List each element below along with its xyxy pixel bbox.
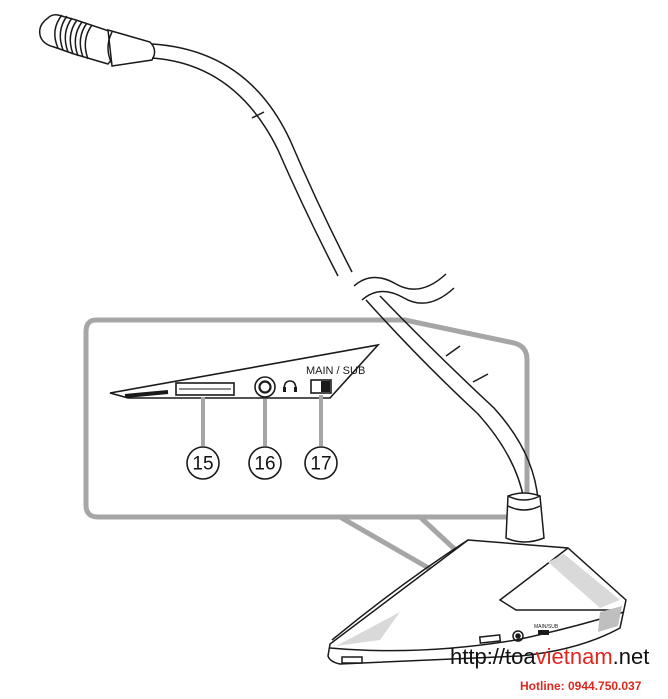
callout-leaders — [201, 395, 323, 446]
inset-panel — [109, 343, 381, 399]
main-sub-switch-17 — [310, 379, 332, 394]
callout-15-number: 15 — [192, 454, 213, 475]
callout-17-number: 17 — [310, 454, 331, 475]
headphone-jack-16 — [254, 376, 276, 398]
base-switch-label: MAIN/SUB — [534, 624, 559, 630]
microphone-head — [38, 14, 156, 67]
headphone-icon — [283, 380, 297, 392]
front-panel-outline — [109, 343, 381, 399]
watermark: http://toavietnam.net Hotline: 0944.750.… — [450, 644, 649, 693]
watermark-url: http://toavietnam.net — [450, 644, 649, 669]
gooseneck-lower — [365, 295, 539, 501]
gooseneck-upper — [151, 43, 353, 277]
watermark-url-highlight: vietnam — [536, 644, 613, 669]
callout-16-number: 16 — [254, 454, 275, 475]
left-slot — [124, 390, 169, 398]
switch-label: MAIN / SUB — [306, 365, 365, 377]
watermark-hotline: Hotline: 0944.750.037 — [520, 679, 642, 693]
microphone-base — [327, 539, 627, 665]
connector-15 — [175, 382, 235, 396]
neck-break-marks — [353, 273, 455, 304]
watermark-url-prefix: http://toa — [450, 644, 536, 669]
callout-17: 17 — [304, 446, 338, 480]
callout-16: 16 — [248, 446, 282, 480]
neck-collar — [505, 492, 545, 543]
watermark-url-suffix: .net — [613, 644, 650, 669]
callout-15: 15 — [186, 446, 220, 480]
